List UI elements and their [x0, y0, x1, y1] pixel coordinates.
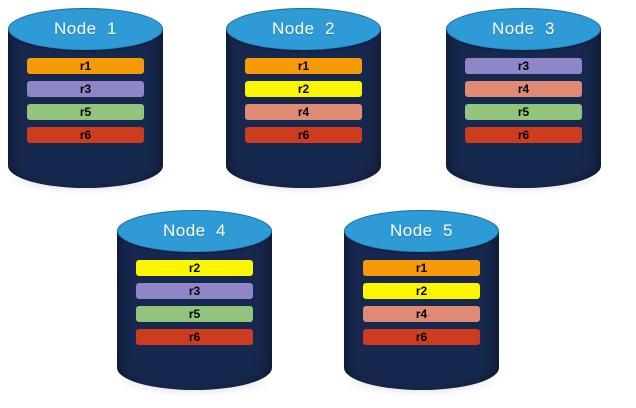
replica-bar[interactable]: r3 — [136, 283, 253, 299]
replica-bar[interactable]: r5 — [136, 306, 253, 322]
replica-bar[interactable]: r4 — [363, 306, 480, 322]
cylinder-top-icon — [117, 210, 272, 252]
replica-bar[interactable]: r3 — [465, 58, 582, 74]
replica-bar[interactable]: r2 — [245, 81, 362, 97]
replica-list: r1 r2 r4 r6 — [226, 58, 381, 143]
cylinder-top-icon — [8, 8, 163, 50]
replica-bar[interactable]: r4 — [465, 81, 582, 97]
database-node-3[interactable]: Node 3 r3 r4 r5 r6 — [446, 8, 601, 192]
node-label: Node 5 — [389, 221, 454, 240]
cylinder-top-icon — [226, 8, 381, 50]
node-label: Node 4 — [162, 221, 227, 240]
database-node-2[interactable]: Node 2 r1 r2 r4 r6 — [226, 8, 381, 192]
replica-bar[interactable]: r3 — [27, 81, 144, 97]
replica-bar[interactable]: r4 — [245, 104, 362, 120]
replica-bar[interactable]: r5 — [465, 104, 582, 120]
database-node-1[interactable]: Node 1 r1 r3 r5 r6 — [8, 8, 163, 192]
replica-bar[interactable]: r6 — [136, 329, 253, 345]
database-node-5[interactable]: Node 5 r1 r2 r4 r6 — [344, 210, 499, 394]
node-label: Node 2 — [271, 19, 336, 38]
replica-bar[interactable]: r6 — [363, 329, 480, 345]
replica-list: r1 r3 r5 r6 — [8, 58, 163, 143]
replica-list: r3 r4 r5 r6 — [446, 58, 601, 143]
cylinder-top-icon — [344, 210, 499, 252]
replica-bar[interactable]: r6 — [27, 127, 144, 143]
replica-bar[interactable]: r2 — [363, 283, 480, 299]
replica-bar[interactable]: r1 — [245, 58, 362, 74]
database-node-4[interactable]: Node 4 r2 r3 r5 r6 — [117, 210, 272, 394]
node-label: Node 1 — [53, 19, 118, 38]
node-label: Node 3 — [491, 19, 556, 38]
replica-list: r1 r2 r4 r6 — [344, 260, 499, 345]
replica-bar[interactable]: r6 — [465, 127, 582, 143]
replica-bar[interactable]: r1 — [27, 58, 144, 74]
cylinder-top-icon — [446, 8, 601, 50]
replica-bar[interactable]: r6 — [245, 127, 362, 143]
replica-bar[interactable]: r5 — [27, 104, 144, 120]
replica-bar[interactable]: r2 — [136, 260, 253, 276]
replica-list: r2 r3 r5 r6 — [117, 260, 272, 345]
replica-bar[interactable]: r1 — [363, 260, 480, 276]
